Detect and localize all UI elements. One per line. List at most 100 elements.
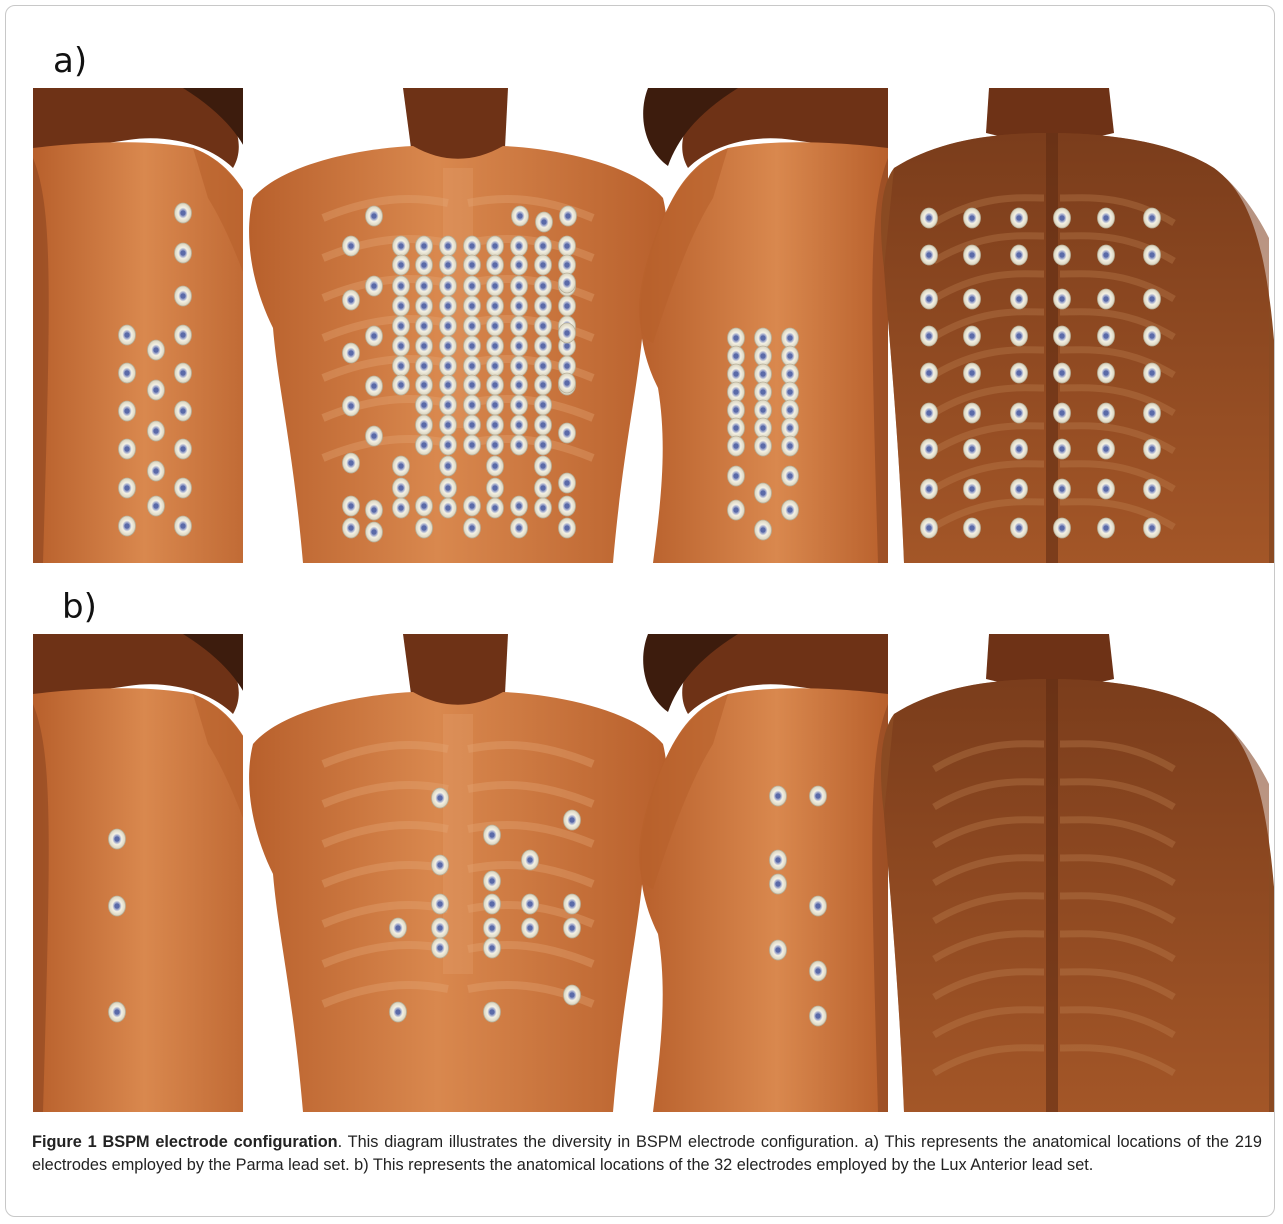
- torso-left-side-a: [628, 88, 888, 563]
- electrode: [393, 236, 410, 256]
- electrode: [148, 340, 165, 360]
- electrode: [964, 208, 981, 228]
- electrode: [487, 456, 504, 476]
- panel-a-front-view: [243, 88, 673, 563]
- electrode: [921, 403, 938, 423]
- electrode: [770, 850, 787, 870]
- electrode: [1011, 518, 1028, 538]
- electrode: [343, 453, 360, 473]
- electrode: [416, 518, 433, 538]
- electrode: [564, 985, 581, 1005]
- electrode: [464, 356, 481, 376]
- electrode: [921, 439, 938, 459]
- electrode: [559, 236, 576, 256]
- electrode: [487, 435, 504, 455]
- electrode: [119, 516, 136, 536]
- electrode: [535, 276, 552, 296]
- electrode: [416, 316, 433, 336]
- electrode: [487, 356, 504, 376]
- electrode: [393, 356, 410, 376]
- electrode: [440, 375, 457, 395]
- electrode: [770, 786, 787, 806]
- electrode: [535, 456, 552, 476]
- panel-b-back-view: [874, 634, 1275, 1112]
- electrode: [782, 466, 799, 486]
- electrode: [1011, 403, 1028, 423]
- electrode: [755, 346, 772, 366]
- electrode: [755, 400, 772, 420]
- electrode: [810, 896, 827, 916]
- panel-b-label: b): [62, 590, 97, 624]
- electrode: [1054, 245, 1071, 265]
- electrode: [559, 323, 576, 343]
- electrode: [464, 236, 481, 256]
- electrode: [416, 435, 433, 455]
- electrode: [119, 478, 136, 498]
- electrode: [522, 894, 539, 914]
- electrode: [432, 918, 449, 938]
- electrode: [1144, 326, 1161, 346]
- electrode: [1098, 363, 1115, 383]
- electrode: [393, 316, 410, 336]
- electrode: [755, 364, 772, 384]
- electrode: [770, 940, 787, 960]
- electrode: [559, 473, 576, 493]
- electrode: [175, 325, 192, 345]
- electrode: [487, 478, 504, 498]
- electrode: [393, 276, 410, 296]
- electrode: [464, 496, 481, 516]
- electrode: [416, 236, 433, 256]
- torso-back-a: [874, 88, 1275, 563]
- panel-a-left-side-view: [628, 88, 888, 563]
- electrode: [464, 255, 481, 275]
- electrode: [464, 415, 481, 435]
- electrode: [416, 255, 433, 275]
- electrode: [432, 788, 449, 808]
- electrode: [175, 516, 192, 536]
- electrode: [484, 918, 501, 938]
- electrode: [964, 403, 981, 423]
- electrode: [440, 456, 457, 476]
- electrode: [782, 436, 799, 456]
- electrode: [343, 518, 360, 538]
- electrode: [511, 496, 528, 516]
- electrode: [487, 236, 504, 256]
- electrode: [432, 938, 449, 958]
- electrode: [559, 255, 576, 275]
- electrode: [535, 236, 552, 256]
- electrode: [1098, 289, 1115, 309]
- electrode: [440, 255, 457, 275]
- electrode: [1098, 326, 1115, 346]
- electrode: [728, 382, 745, 402]
- electrode: [559, 296, 576, 316]
- electrode: [464, 336, 481, 356]
- electrode: [1054, 208, 1071, 228]
- electrode: [1054, 363, 1071, 383]
- electrode: [175, 286, 192, 306]
- electrode: [1144, 363, 1161, 383]
- electrode: [148, 496, 165, 516]
- electrode: [416, 415, 433, 435]
- torso-back-b: [874, 634, 1275, 1112]
- electrode: [487, 498, 504, 518]
- electrode: [964, 245, 981, 265]
- electrode: [109, 896, 126, 916]
- electrode: [755, 382, 772, 402]
- electrode: [810, 961, 827, 981]
- electrode: [964, 326, 981, 346]
- electrode: [1011, 363, 1028, 383]
- electrode: [1054, 326, 1071, 346]
- electrode: [782, 382, 799, 402]
- electrode: [1011, 439, 1028, 459]
- electrode: [393, 456, 410, 476]
- electrode: [440, 276, 457, 296]
- electrode: [464, 316, 481, 336]
- electrode: [921, 518, 938, 538]
- electrode: [1098, 518, 1115, 538]
- electrode: [487, 316, 504, 336]
- electrode: [148, 380, 165, 400]
- electrode: [522, 850, 539, 870]
- electrode: [440, 415, 457, 435]
- electrode: [464, 435, 481, 455]
- electrode: [728, 418, 745, 438]
